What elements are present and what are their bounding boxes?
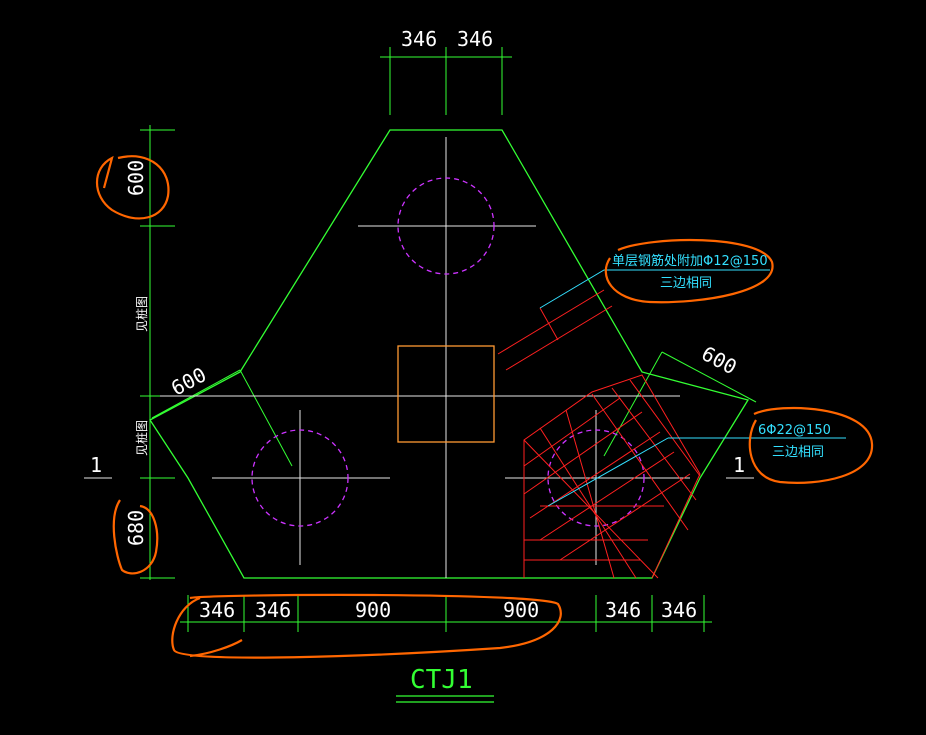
top-dimension [380, 47, 512, 115]
left-dimension [140, 125, 175, 580]
dim-diag-left: 600 [167, 362, 210, 400]
section-mark-right: 1 [733, 453, 745, 477]
pile-left [251, 429, 349, 527]
dim-left-680: 680 [124, 510, 148, 546]
section-mark-left: 1 [90, 453, 102, 477]
markup-circle-note1 [604, 238, 774, 304]
dim-bottom-1: 346 [199, 598, 235, 622]
dim-top-2: 346 [457, 27, 493, 51]
centerlines [84, 137, 754, 578]
dim-left-600: 600 [124, 160, 148, 196]
bottom-dimension [180, 595, 712, 632]
dim-left-pile-1: 见桩图 [134, 296, 149, 332]
title-underline [396, 695, 494, 703]
column [397, 345, 495, 443]
pile-right [547, 429, 645, 527]
dim-bottom-4: 900 [503, 598, 539, 622]
markup-circle-600 [96, 155, 170, 220]
dim-diag-right: 600 [698, 341, 741, 379]
dim-left-pile-2: 见桩图 [134, 420, 149, 456]
piles [251, 177, 645, 527]
note2-line1: 6Φ22@150 [758, 423, 831, 438]
diag-dimension-left [151, 369, 293, 467]
note1-line1: 单层钢筋处附加Φ12@150 [612, 253, 768, 269]
markup-annotations [96, 155, 874, 659]
drawing-title: CTJ1 [410, 665, 473, 695]
dim-bottom-5: 346 [605, 598, 641, 622]
pile-cap-outline [149, 129, 750, 579]
dim-bottom-6: 346 [661, 598, 697, 622]
added-rebar [497, 289, 613, 371]
pile-top [397, 177, 495, 275]
dim-top-1: 346 [401, 27, 437, 51]
leaders [539, 269, 846, 507]
rebar-grid [523, 374, 701, 579]
markup-circle-note2 [748, 406, 874, 484]
dim-bottom-2: 346 [255, 598, 291, 622]
diag-dimension-right [603, 351, 757, 457]
markup-circle-bottom [171, 593, 562, 659]
dim-bottom-3: 900 [355, 598, 391, 622]
note1-line2: 三边相同 [660, 276, 712, 291]
note2-line2: 三边相同 [772, 445, 824, 460]
markup-circle-680 [112, 499, 159, 575]
